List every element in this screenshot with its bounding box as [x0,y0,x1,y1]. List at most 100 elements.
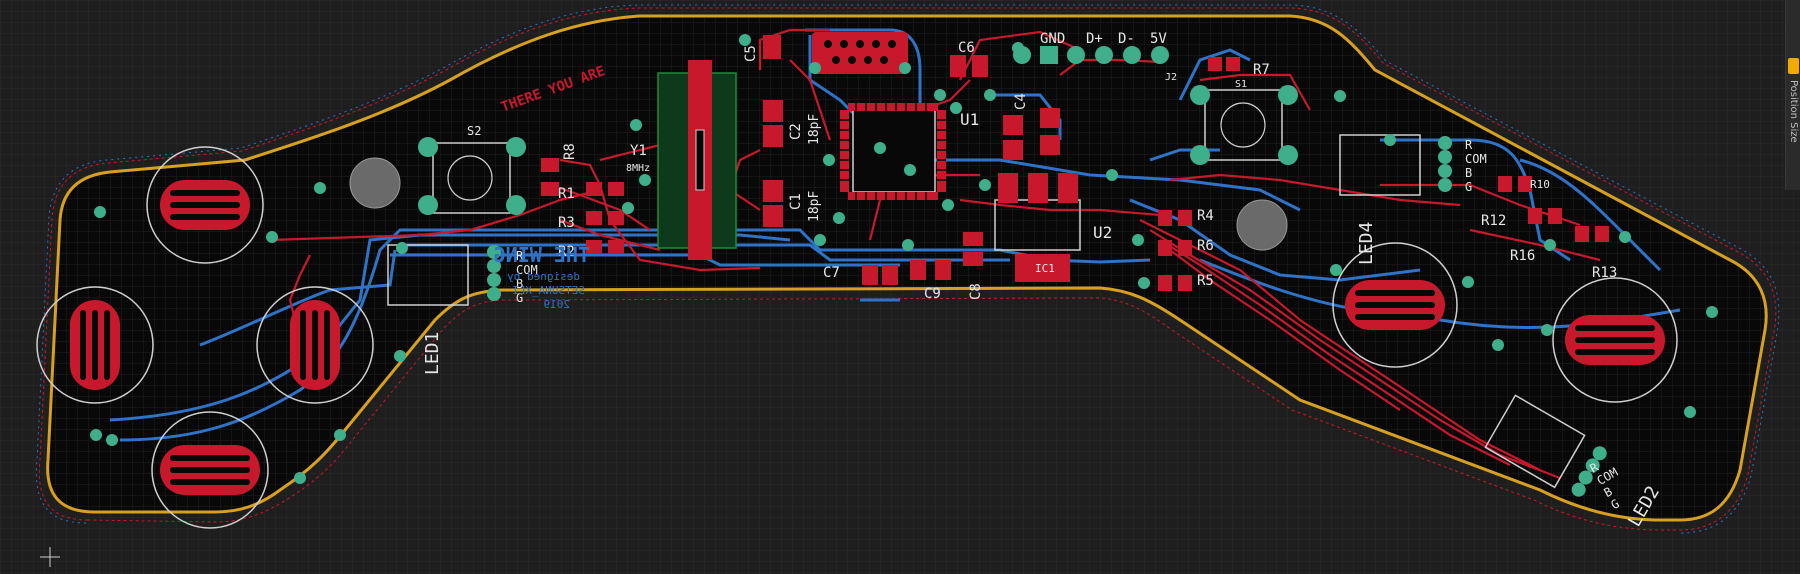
r1-label: R1 [558,186,575,202]
c9-pad-a[interactable] [910,260,926,280]
c2-value-label: 18pF [807,114,822,145]
switch-s1[interactable] [1190,85,1298,165]
led1-pin-r: R [516,249,524,263]
r7-pad-b[interactable] [1226,57,1240,71]
led2-footprint[interactable] [1484,394,1609,501]
header-pin-gnd: GND [1040,31,1065,47]
c5-label: C5 [743,45,759,62]
back-title: THE WING [494,243,590,267]
header-j2[interactable] [1013,46,1169,64]
c4-pad-a[interactable] [1003,115,1023,135]
touch-pad-led4[interactable] [1332,242,1458,368]
u2-label: U2 [1093,223,1112,242]
j2-label: J2 [1165,72,1177,83]
r12-pad-a[interactable] [1528,208,1542,224]
r13-label: R13 [1592,265,1617,281]
c4-label: C4 [1013,93,1029,110]
regulator-u2[interactable] [994,173,1081,282]
c6-pad-b[interactable] [972,55,988,77]
ic1-label: IC1 [1035,262,1055,275]
mcu-u1[interactable] [840,103,946,200]
c4-pad-b[interactable] [1003,140,1023,160]
led4-pin-b: B [1465,166,1472,180]
r8-pad-2[interactable] [541,182,559,196]
r5-pad-b[interactable] [1178,275,1192,291]
c2-label: C2 [788,123,804,140]
r16-label: R16 [1510,248,1535,264]
touch-pad-group [36,146,1678,529]
r2-pad-a[interactable] [586,240,602,254]
r3-label: R3 [558,215,575,231]
touch-pad-top[interactable] [146,146,264,264]
led4-footprint[interactable] [1339,134,1452,196]
r7-pad-a[interactable] [1208,57,1222,71]
c1-pad-b[interactable] [763,205,783,227]
r7-label: R7 [1253,62,1270,78]
c5-pad[interactable] [763,35,781,59]
usb-connector[interactable] [809,32,911,74]
r10-pad-a[interactable] [1498,176,1512,192]
r4-pad-a[interactable] [1158,210,1172,226]
r10-pad-b[interactable] [1518,176,1532,192]
r8-label: R8 [562,143,578,160]
c9-label: C9 [924,286,941,302]
c6-label: C6 [958,40,975,56]
c7-pad-a[interactable] [862,265,878,285]
side-panel-tab[interactable] [1788,58,1799,74]
c1-pad-a[interactable] [763,180,783,202]
c6-pad-a[interactable] [950,55,966,77]
c8-pad-b[interactable] [963,252,983,266]
side-panel-label: Position Size [1788,80,1799,143]
r6-label: R6 [1197,238,1214,254]
r4-pad-b[interactable] [1178,210,1192,226]
board-edge-cuts[interactable] [46,14,1768,522]
r4-label: R4 [1197,208,1214,224]
c7-pad-b[interactable] [882,265,898,285]
led1-label: LED1 [422,332,443,375]
courtyard-outline [38,7,1777,531]
y1-freq-label: 8MHz [626,163,650,174]
switch-s2[interactable] [418,137,526,215]
c9-pad-b[interactable] [935,260,951,280]
r1-pad-b[interactable] [608,182,624,196]
c1-value-label: 18pF [807,191,822,222]
c2-pad-a[interactable] [763,100,783,122]
mounting-hole-left[interactable] [349,157,401,209]
right-side-panel[interactable]: Position Size [1785,0,1800,190]
r10-label: R10 [1530,178,1550,191]
led1-footprint[interactable] [387,244,501,306]
mounting-holes [349,157,1288,251]
r3-pad-a[interactable] [586,211,602,225]
r3-pad-b[interactable] [608,211,624,225]
touch-pad-r13[interactable] [1552,277,1678,403]
r6-pad-b[interactable] [1178,240,1192,256]
led4-pin-com: COM [1465,152,1487,166]
r12-label: R12 [1481,213,1506,229]
vias [90,34,1718,484]
led1-pin-g: G [516,291,523,305]
c8-pad-a[interactable] [963,232,983,246]
mounting-hole-right[interactable] [1236,199,1288,251]
crystal-y1[interactable] [657,60,737,260]
c3-pad-b[interactable] [1040,135,1060,155]
r1-pad-a[interactable] [586,182,602,196]
back-silkscreen: THE WING designed by SETSUNA_XLI 2019 [494,243,590,311]
touch-pad-right[interactable] [256,286,374,404]
touch-pad-left[interactable] [36,286,154,404]
c2-pad-b[interactable] [763,125,783,147]
touch-pad-bottom[interactable] [151,411,269,529]
led1-pin-b: B [516,277,523,291]
r6-pad-a[interactable] [1158,240,1172,256]
header-pin-dplus: D+ [1086,31,1103,47]
r8-pad[interactable] [541,158,559,172]
r12-pad-b[interactable] [1548,208,1562,224]
r5-pad-a[interactable] [1158,275,1172,291]
r16-pad-a[interactable] [1575,226,1589,242]
c3-pad-a[interactable] [1040,108,1060,128]
back-line-1: designed by [507,270,580,283]
r16-pad-b[interactable] [1595,226,1609,242]
r2-pad-b[interactable] [608,240,624,254]
r5-label: R5 [1197,273,1214,289]
header-pin-dminus: D- [1118,31,1135,47]
